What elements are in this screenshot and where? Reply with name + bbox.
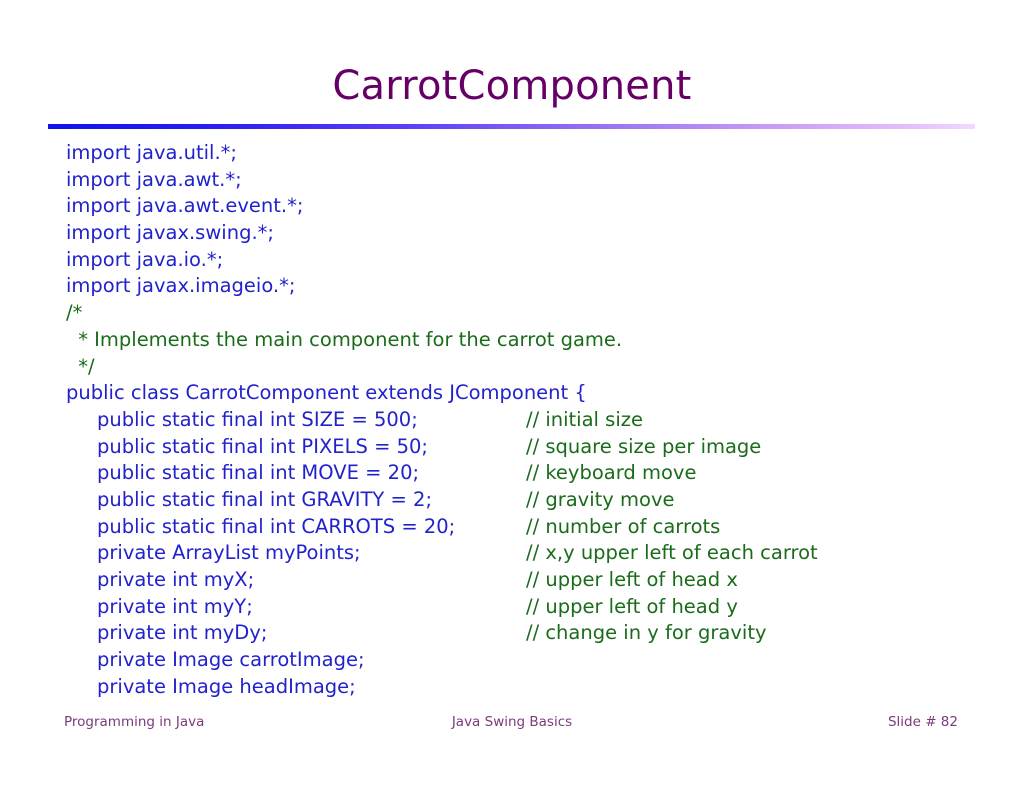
code-line: /*	[0, 300, 1024, 327]
code-comment-block: * Implements the main component for the …	[72, 327, 623, 351]
code-statement: import javax.swing.*;	[66, 221, 274, 245]
code-inline-comment: // x,y upper left of each carrot	[526, 541, 818, 565]
code-line: public static final int MOVE = 20; // key…	[0, 460, 1024, 487]
code-line: public class CarrotComponent extends JCo…	[0, 380, 1024, 407]
code-statement: public static final int GRAVITY = 2;	[97, 487, 433, 511]
code-inline-comment: // change in y for gravity	[526, 621, 767, 645]
code-line: import javax.imageio.*;	[0, 273, 1024, 300]
code-statement: private int myY;	[97, 594, 253, 618]
code-statement: public static final int SIZE = 500;	[97, 407, 418, 431]
code-statement: import java.awt.*;	[66, 167, 242, 191]
code-inline-comment: // upper left of head y	[526, 594, 738, 618]
code-comment-block: /*	[66, 301, 83, 325]
code-statement: public class CarrotComponent extends JCo…	[66, 381, 587, 405]
code-line: public static final int GRAVITY = 2; // g…	[0, 487, 1024, 514]
code-statement: public static final int PIXELS = 50;	[97, 434, 428, 458]
code-statement: private Image headImage;	[97, 674, 356, 698]
code-statement: import java.io.*;	[66, 247, 224, 271]
code-line: import java.awt.event.*;	[0, 193, 1024, 220]
code-line: private int myY; // upper left of head y	[0, 594, 1024, 621]
code-line: import java.util.*;	[0, 140, 1024, 167]
code-statement: private ArrayList myPoints;	[97, 541, 361, 565]
code-inline-comment: // gravity move	[526, 487, 675, 511]
code-statement: import javax.imageio.*;	[66, 274, 296, 298]
code-line: private int myDy; // change in y for grav…	[0, 620, 1024, 647]
code-statement: import java.util.*;	[66, 141, 237, 164]
code-line: private Image headImage;	[0, 674, 1024, 701]
code-statement: public static final int MOVE = 20;	[97, 461, 420, 485]
code-line: import javax.swing.*;	[0, 220, 1024, 247]
code-inline-comment: // upper left of head x	[526, 568, 738, 591]
code-line: public static final int PIXELS = 50; // s…	[0, 434, 1024, 461]
code-comment-block: */	[72, 354, 95, 378]
code-line: private int myX; // upper left of head x	[0, 567, 1024, 594]
page-title: CarrotComponent	[332, 63, 692, 109]
slide-footer: Programming in Java Java Swing Basics Sl…	[0, 712, 1024, 738]
code-line: private ArrayList myPoints; // x,y upper …	[0, 540, 1024, 567]
code-statement: private int myDy;	[97, 621, 268, 645]
code-statement: private int myX;	[97, 568, 255, 591]
code-statement: import java.awt.event.*;	[66, 194, 304, 218]
footer-course-name: Programming in Java	[64, 714, 205, 730]
code-inline-comment: // square size per image	[526, 434, 762, 458]
code-line: */	[0, 354, 1024, 381]
code-listing: import java.util.*; import java.awt.*; imp…	[0, 140, 1024, 700]
code-line: import java.awt.*;	[0, 167, 1024, 194]
code-inline-comment: // number of carrots	[526, 514, 721, 538]
title-divider	[48, 124, 975, 129]
code-line: public static final int CARROTS = 20; // …	[0, 514, 1024, 541]
code-line: import java.io.*;	[0, 247, 1024, 274]
footer-topic-name: Java Swing Basics	[451, 714, 573, 730]
footer-slide-number: Slide # 82	[887, 714, 958, 730]
code-line: private Image carrotImage;	[0, 647, 1024, 674]
code-statement: private Image carrotImage;	[97, 648, 365, 672]
code-line: public static final int SIZE = 500; // in…	[0, 407, 1024, 434]
code-inline-comment: // keyboard move	[526, 461, 697, 485]
code-statement: public static final int CARROTS = 20;	[97, 514, 456, 538]
code-line: * Implements the main component for the …	[0, 327, 1024, 354]
code-inline-comment: // initial size	[526, 407, 643, 431]
